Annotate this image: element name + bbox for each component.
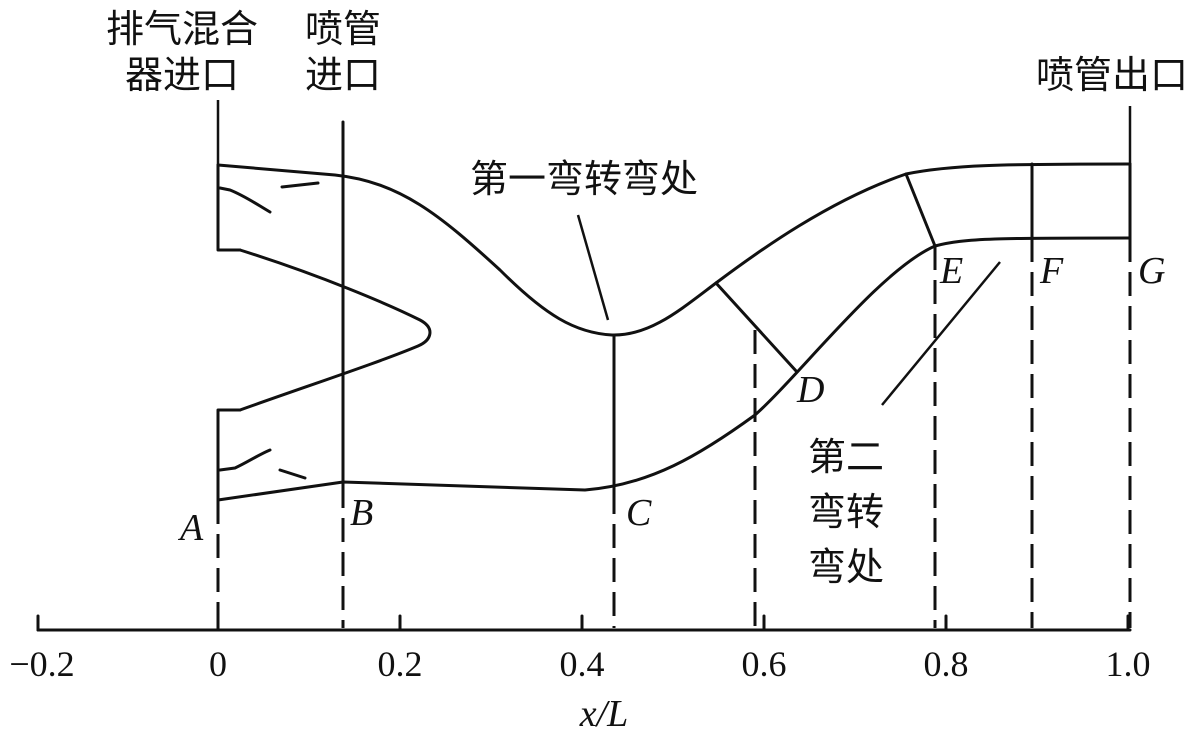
leader-first-bend xyxy=(576,214,610,321)
mixer-vane-2 xyxy=(280,181,320,189)
station-label-A: A xyxy=(177,507,204,549)
first-bend-label: 第一弯转弯处 xyxy=(470,157,698,201)
mixer-lobe xyxy=(238,248,432,412)
second-bend-label-line1: 第二 xyxy=(808,435,884,479)
nozzle-inlet-label-line1: 喷管 xyxy=(305,7,381,51)
leader-second-bend xyxy=(881,261,1001,406)
x-tick-label: 1.0 xyxy=(1106,644,1151,684)
station-label-C: C xyxy=(626,492,652,534)
station-label-F: F xyxy=(1039,250,1064,292)
second-bend-label-line3: 弯处 xyxy=(808,545,884,589)
station-label-G: G xyxy=(1138,250,1165,292)
x-tick-label: 0.4 xyxy=(560,644,605,684)
second-bend-label-line2: 弯转 xyxy=(808,490,884,534)
x-tick-label: 0.2 xyxy=(378,644,423,684)
x-tick-label: 0 xyxy=(209,644,227,684)
mixer-vane-1 xyxy=(218,186,272,214)
inlet-lower-flange xyxy=(216,408,242,502)
mixer-vane-4 xyxy=(278,468,307,480)
lower-wall xyxy=(216,236,1132,502)
mixer-inlet-label-line2: 器进口 xyxy=(125,53,239,97)
x-axis-title: x/L xyxy=(579,693,629,735)
station-label-B: B xyxy=(350,492,373,534)
mixer-inlet-label-line1: 排气混合 xyxy=(106,7,258,51)
station-D-cut xyxy=(714,281,799,374)
mixer-vane-3 xyxy=(218,448,272,472)
inlet-upper-flange xyxy=(216,163,242,252)
nozzle-outlet-label: 喷管出口 xyxy=(1036,53,1188,97)
x-tick-label: 0.6 xyxy=(742,644,787,684)
x-tick-label: −0.2 xyxy=(9,644,74,684)
nozzle-inlet-label-line2: 进口 xyxy=(305,53,381,97)
station-label-E: E xyxy=(939,250,963,292)
station-E-cut xyxy=(904,172,937,248)
x-tick-label: 0.8 xyxy=(924,644,969,684)
upper-wall xyxy=(216,162,1132,337)
station-label-D: D xyxy=(796,369,824,411)
